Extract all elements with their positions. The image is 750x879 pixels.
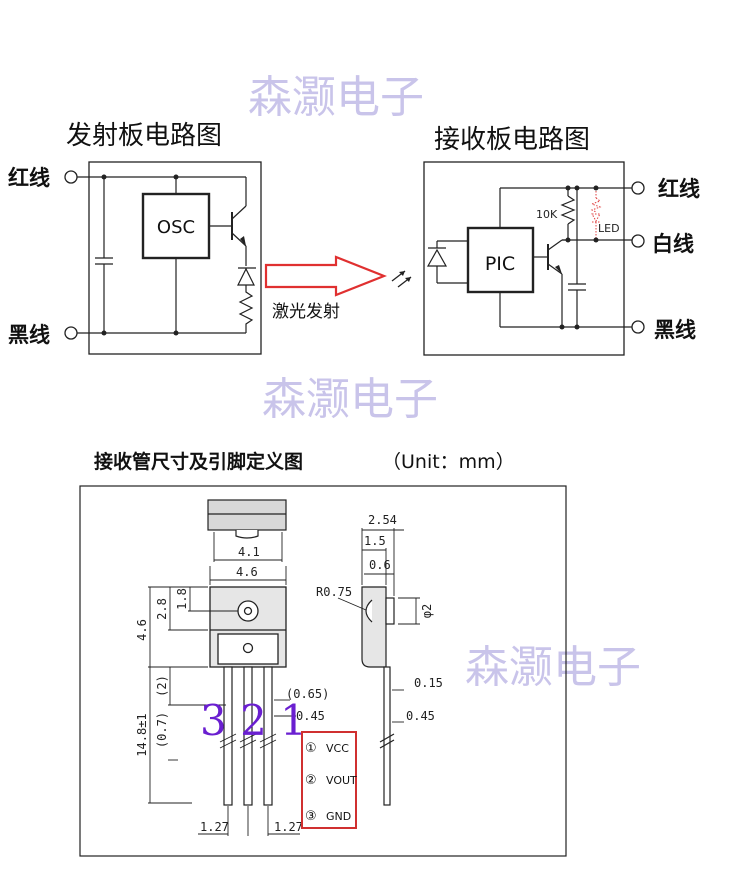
pin-2-num: ② xyxy=(305,773,317,788)
pin-2-name: VOUT xyxy=(326,774,357,787)
dim-4-6-top: 4.6 xyxy=(236,565,258,579)
pin-3-num: ③ xyxy=(305,809,317,824)
package-title: 接收管尺寸及引脚定义图 xyxy=(94,450,303,473)
receiver-board xyxy=(423,161,625,356)
pic-block xyxy=(466,226,535,294)
dim-1-27-right: 1.27 xyxy=(274,820,303,834)
led-label: LED xyxy=(598,222,620,235)
dim-2: (2) xyxy=(155,675,169,697)
watermark-middle: 森灏电子 xyxy=(262,374,438,425)
dim-0-7: (0.7) xyxy=(155,712,169,748)
receiver-circuit: 接收板电路图 红线 白线 黑线 xyxy=(423,125,700,356)
dim-4-1: 4.1 xyxy=(238,545,260,559)
left-dimension-lines xyxy=(148,586,238,804)
dim-14-8: 14.8±1 xyxy=(135,713,149,756)
dim-4-6-side: 4.6 xyxy=(135,619,149,641)
dim-1-27-left: 1.27 xyxy=(200,820,229,834)
transmitter-title: 发射板电路图 xyxy=(66,121,222,151)
pin-numbers: 3 2 1 xyxy=(200,696,307,745)
rx-white-wire-label: 白线 xyxy=(652,232,694,256)
rx-emitter-arrow xyxy=(555,265,562,274)
laser-label: 激光发射 xyxy=(272,302,340,322)
rx-led xyxy=(590,188,602,240)
dim-0-15: 0.15 xyxy=(414,676,443,690)
receiver-title: 接收板电路图 xyxy=(434,125,590,155)
tx-wiring xyxy=(77,176,256,334)
dim-0-45-side: 0.45 xyxy=(406,709,435,723)
dim-1-8: 1.8 xyxy=(175,588,189,610)
rx-white-terminal xyxy=(631,234,645,248)
pin-definitions: ① VCC ② VOUT ③ GND xyxy=(305,741,357,824)
dim-0-45: 0.45 xyxy=(296,709,325,723)
rx-black-terminal xyxy=(631,320,645,334)
transmitter-board xyxy=(88,161,262,355)
tx-red-wire-label: 红线 xyxy=(8,166,50,190)
rx-junction-dots xyxy=(559,185,599,330)
rx-red-terminal xyxy=(631,181,645,195)
resistor-label: 10K xyxy=(536,208,558,221)
tx-emitter-arrow xyxy=(240,236,246,246)
pin-dimension-lines xyxy=(274,699,296,717)
osc-block xyxy=(141,192,211,260)
rx-photodiode xyxy=(426,248,448,267)
dim-2-54: 2.54 xyxy=(368,513,397,527)
dim-4-1-lines xyxy=(213,532,283,562)
dim-1-5: 1.5 xyxy=(364,534,386,548)
pitch-dimension-lines xyxy=(198,806,300,836)
tx-laser-diode xyxy=(237,267,255,286)
tx-red-terminal xyxy=(64,170,78,184)
package-side-view xyxy=(361,586,395,806)
transmitter-circuit: 发射板电路图 红线 黑线 xyxy=(8,121,262,355)
laser-arrow xyxy=(264,255,387,297)
unit-label: （Unit：mm） xyxy=(382,451,515,473)
pic-label: PIC xyxy=(485,253,515,275)
pin-definition-box xyxy=(301,731,357,829)
osc-label: OSC xyxy=(157,217,195,238)
rx-black-wire-label: 黑线 xyxy=(654,318,696,342)
watermark-top: 森灏电子 xyxy=(248,72,424,123)
tx-black-wire-label: 黑线 xyxy=(8,323,50,347)
dim-0-65: (0.65) xyxy=(286,687,329,701)
pin-break-marks xyxy=(219,733,277,749)
pin-1-num: ① xyxy=(305,741,317,756)
dim-phi-2: φ2 xyxy=(420,604,434,618)
package-front-view xyxy=(209,586,287,668)
dim-0-6: 0.6 xyxy=(369,558,391,572)
dim-r0-75: R0.75 xyxy=(316,585,352,599)
dim-4-6-top-lines xyxy=(209,566,287,585)
tx-junction-dots xyxy=(101,174,179,336)
pin-3-name: GND xyxy=(326,810,351,823)
pin-1-name: VCC xyxy=(326,742,349,755)
tx-black-terminal xyxy=(64,326,78,340)
package-top-view xyxy=(207,499,287,539)
package-frame xyxy=(79,485,567,857)
dim-2-8: 2.8 xyxy=(155,598,169,620)
rx-red-wire-label: 红线 xyxy=(658,177,700,201)
side-dimension-lines xyxy=(337,528,420,723)
watermark-bottom: 森灏电子 xyxy=(465,642,641,693)
